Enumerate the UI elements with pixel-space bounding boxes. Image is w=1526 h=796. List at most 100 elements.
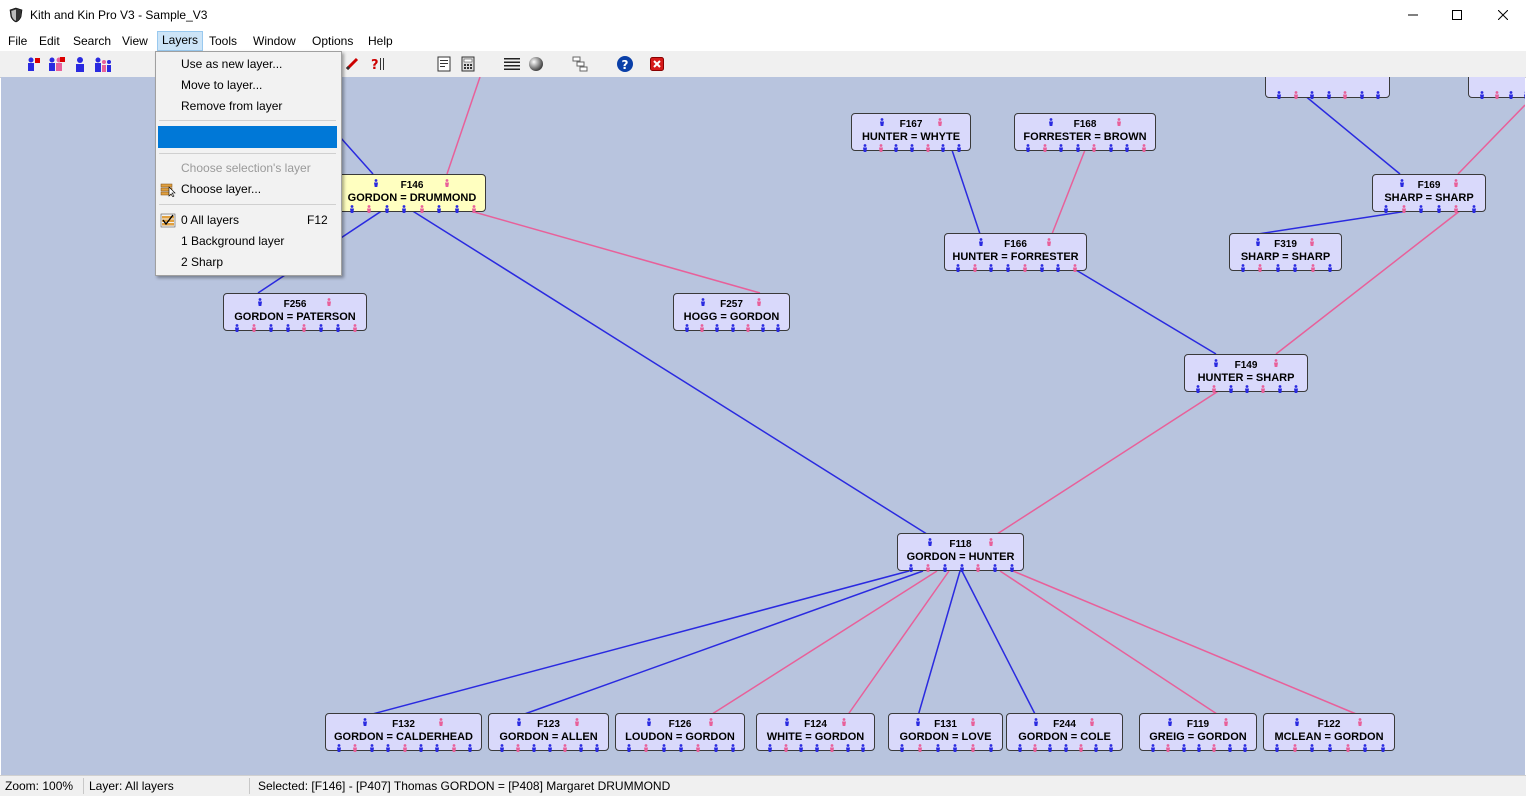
family-box-f257[interactable]: F257 HOGG = GORDON (673, 293, 790, 331)
list-button[interactable] (502, 54, 522, 74)
family-id: F149 (1185, 360, 1307, 371)
male-child-icon (713, 741, 719, 749)
menu-options[interactable]: Options (308, 32, 357, 50)
family-box-f131[interactable]: F131 GORDON = LOVE (888, 713, 1003, 751)
menu-all-layers[interactable]: 0 All layers F12 (156, 210, 339, 231)
link-line (1052, 150, 1085, 234)
add-family-button[interactable] (46, 54, 66, 74)
female-child-icon (1078, 741, 1084, 749)
male-child-icon (1327, 261, 1333, 269)
menu-file[interactable]: File (4, 32, 31, 50)
male-person-icon (1255, 235, 1261, 243)
female-person-icon (988, 535, 994, 543)
male-child-icon (594, 741, 600, 749)
query-button[interactable]: ? (369, 54, 389, 74)
male-child-icon (1275, 261, 1281, 269)
menu-move-to-layer[interactable]: Move to layer... (156, 75, 339, 96)
male-person-icon (978, 235, 984, 243)
female-child-icon (366, 202, 372, 210)
status-selected: Selected: [F146] - [P407] Thomas GORDON … (253, 778, 1518, 794)
help-button[interactable]: ? (615, 54, 635, 74)
menu-layers[interactable]: Layers (157, 31, 203, 51)
female-child-icon (1401, 202, 1407, 210)
person-icon (72, 56, 88, 72)
family-box-f149[interactable]: F149 HUNTER = SHARP (1184, 354, 1308, 392)
male-person-icon (1033, 715, 1039, 723)
menu-search[interactable]: Search (69, 32, 115, 50)
menu-window[interactable]: Window (249, 32, 300, 50)
male-child-icon (578, 741, 584, 749)
menu-background-layer[interactable]: 1 Background layer (156, 231, 339, 252)
print-button[interactable] (434, 54, 454, 74)
pen-button[interactable] (342, 54, 362, 74)
female-child-icon (1032, 741, 1038, 749)
family-box-f124[interactable]: F124 WHITE = GORDON (756, 713, 875, 751)
person-button[interactable] (70, 54, 90, 74)
close-button[interactable] (1480, 0, 1526, 30)
male-child-icon (1058, 141, 1064, 149)
family-box-f123[interactable]: F123 GORDON = ALLEN (488, 713, 609, 751)
female-person-icon (708, 715, 714, 723)
family-box-partial[interactable] (1468, 77, 1525, 98)
family-box-partial[interactable] (1265, 77, 1390, 98)
male-child-icon (1418, 202, 1424, 210)
minimize-button[interactable] (1390, 0, 1436, 30)
family-box-f244[interactable]: F244 GORDON = COLE (1006, 713, 1123, 751)
male-child-icon (1479, 88, 1485, 96)
app-shield-icon (8, 7, 24, 23)
female-child-icon (925, 141, 931, 149)
question-mark-icon: ? (370, 56, 388, 72)
menu-remove-from-layer[interactable]: Remove from layer (156, 96, 339, 117)
family-button[interactable] (93, 54, 113, 74)
male-person-icon (516, 715, 522, 723)
family-box-f168[interactable]: F168 FORRESTER = BROWN (1014, 113, 1156, 151)
family-box-f166[interactable]: F166 HUNTER = FORRESTER (944, 233, 1087, 271)
family-box-f319[interactable]: F319 SHARP = SHARP (1229, 233, 1342, 271)
female-child-icon (1211, 382, 1217, 390)
family-box-f146[interactable]: F146 GORDON = DRUMMOND (338, 174, 486, 212)
menu-use-as-new-layer[interactable]: Use as new layer... (156, 54, 339, 75)
female-child-icon (975, 561, 981, 569)
female-child-icon (352, 321, 358, 329)
menu-sharp-layer[interactable]: 2 Sharp (156, 252, 339, 273)
calculator-icon (461, 56, 475, 72)
menu-choose-layer[interactable]: Choose layer... (156, 179, 339, 200)
tree-layout-button[interactable] (570, 54, 590, 74)
female-child-icon (1292, 741, 1298, 749)
link-line (411, 210, 930, 536)
menu-view[interactable]: View (118, 32, 152, 50)
male-child-icon (1362, 741, 1368, 749)
family-box-f122[interactable]: F122 MCLEAN = GORDON (1263, 713, 1395, 751)
menu-tools[interactable]: Tools (205, 32, 241, 50)
menu-item-label: Use as new layer... (181, 54, 282, 75)
family-box-f132[interactable]: F132 GORDON = CALDERHEAD (325, 713, 482, 751)
family-box-f256[interactable]: F256 GORDON = PATERSON (223, 293, 367, 331)
menu-edit[interactable]: Edit (35, 32, 64, 50)
title-bar: Kith and Kin Pro V3 - Sample_V3 (0, 0, 1526, 30)
male-child-icon (956, 141, 962, 149)
female-child-icon (1260, 382, 1266, 390)
family-box-f118[interactable]: F118 GORDON = HUNTER (897, 533, 1024, 571)
family-box-f126[interactable]: F126 LOUDON = GORDON (615, 713, 745, 751)
exit-button[interactable] (647, 54, 667, 74)
add-person-button[interactable] (23, 54, 43, 74)
list-lines-icon (503, 56, 521, 72)
minimize-icon (1408, 10, 1418, 20)
maximize-button[interactable] (1434, 0, 1480, 30)
female-child-icon (829, 741, 835, 749)
male-child-icon (1055, 261, 1061, 269)
family-box-f167[interactable]: F167 HUNTER = WHYTE (851, 113, 971, 151)
family-box-f119[interactable]: F119 GREIG = GORDON (1139, 713, 1257, 751)
female-child-icon (352, 741, 358, 749)
menu-help[interactable]: Help (364, 32, 397, 50)
menu-separator (159, 204, 336, 205)
family-box-f169[interactable]: F169 SHARP = SHARP (1372, 174, 1486, 212)
menu-item-label: Choose layer... (181, 179, 261, 200)
globe-button[interactable] (526, 54, 546, 74)
menu-highlighted-empty-item[interactable] (158, 126, 337, 148)
calculator-button[interactable] (458, 54, 478, 74)
male-child-icon (1359, 88, 1365, 96)
link-line (1258, 210, 1414, 234)
male-child-icon (1124, 141, 1130, 149)
female-person-icon (444, 176, 450, 184)
